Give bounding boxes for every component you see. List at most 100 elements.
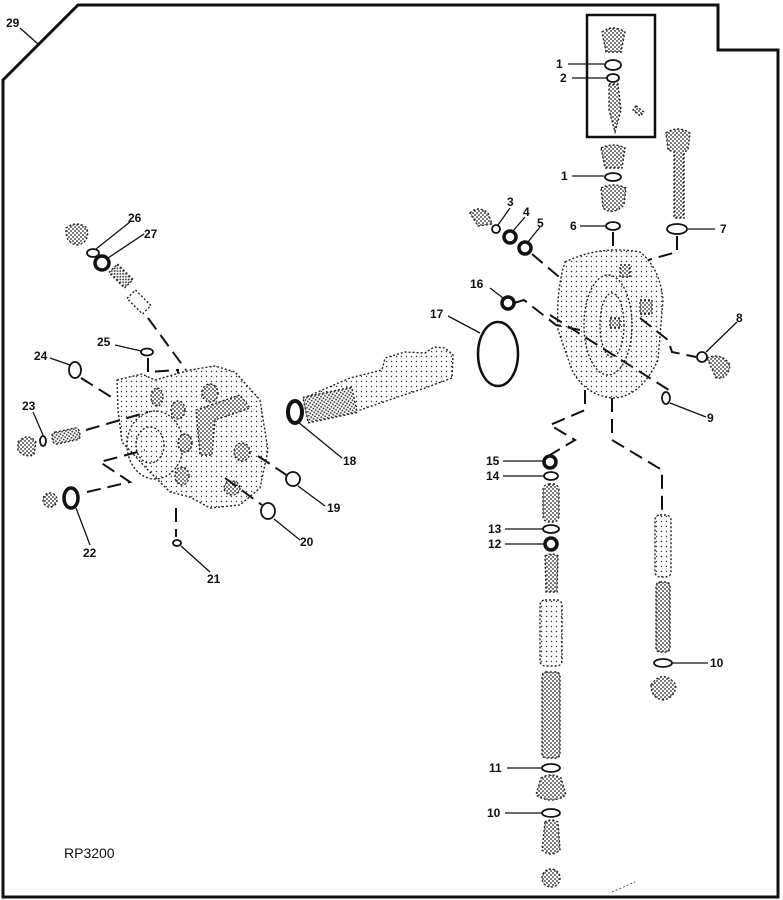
inset-spool [608, 83, 622, 135]
callout-19: 18 [343, 454, 357, 468]
inset-ring-2 [606, 73, 620, 83]
plug-7 [665, 128, 691, 219]
port-d [174, 466, 190, 486]
seal-19 [286, 399, 304, 425]
callout-26: 25 [97, 335, 111, 349]
plug-23 [42, 492, 58, 508]
leader-18 [447, 315, 481, 334]
plug-3 [469, 208, 493, 227]
seal-5 [517, 240, 533, 256]
port-c [177, 433, 193, 453]
callout-18: 17 [430, 307, 444, 321]
port-b [170, 400, 186, 420]
cap-lower [541, 819, 561, 855]
axis-28 [147, 317, 187, 371]
axis-stack [547, 390, 586, 456]
ring-6 [605, 221, 621, 231]
callout-2: 2 [560, 71, 567, 85]
channel [195, 394, 252, 456]
port-e [201, 383, 219, 403]
port-g [223, 480, 241, 496]
leader-22 [180, 545, 211, 573]
leader-23 [75, 507, 91, 546]
ring-22 [172, 539, 182, 547]
plug-24 [17, 436, 37, 457]
plug-8 [706, 355, 731, 379]
figure-reference: RP3200 [64, 845, 115, 861]
callout-11: 10 [487, 806, 501, 820]
leader-8 [705, 321, 738, 353]
leader-25 [49, 357, 71, 366]
stray-mark [611, 881, 636, 893]
seal-13 [543, 536, 559, 552]
ring-21 [260, 502, 276, 520]
ring-27 [86, 248, 100, 258]
ring-25 [68, 361, 82, 379]
right-housing-bore [583, 274, 633, 376]
spring-10 [655, 581, 671, 653]
callout-8: 8 [736, 311, 743, 325]
callout-4: 4 [523, 205, 530, 219]
ring-18 [476, 320, 520, 388]
ring-24 [39, 435, 47, 447]
inset-ring-1 [604, 59, 622, 71]
inset-box [585, 13, 657, 139]
plug-upper [600, 144, 626, 169]
plug-lower [535, 774, 567, 801]
callout-9: 9 [707, 411, 714, 425]
leader-29 [19, 27, 39, 45]
callout-10: 10 [710, 656, 724, 670]
leader-4 [512, 216, 526, 232]
axis-21 [224, 477, 263, 506]
stem [544, 553, 559, 593]
ring-8 [696, 351, 708, 363]
right-housing-bore-inner [599, 292, 625, 358]
callout-13: 12 [488, 537, 502, 551]
callout-1a: 1 [556, 57, 563, 71]
ring-10 [653, 658, 673, 668]
ring-15 [543, 471, 559, 481]
axis-23 [86, 449, 146, 493]
callout-25: 24 [34, 349, 48, 363]
leader-20 [297, 485, 326, 507]
leader-26 [114, 344, 142, 352]
callout-20: 19 [327, 501, 341, 515]
leader-27 [95, 221, 131, 250]
ring-1 [604, 172, 622, 182]
callout-16: 15 [486, 454, 500, 468]
spring-24 [51, 427, 81, 445]
callout-15: 14 [486, 469, 500, 483]
left-housing [116, 365, 269, 509]
callout-6: 6 [570, 219, 577, 233]
spool-10 [654, 514, 672, 578]
leader-21 [273, 518, 301, 541]
leader-24 [32, 411, 44, 436]
leader-19 [297, 421, 343, 459]
left-housing-boss-inner [135, 426, 165, 464]
axis-9 [549, 314, 673, 393]
seal-17 [500, 295, 516, 311]
spool [539, 599, 563, 667]
callout-23: 22 [83, 546, 97, 560]
leader-3 [497, 207, 511, 226]
ring-3 [491, 224, 501, 234]
seal-4 [502, 229, 518, 245]
ring-7 [666, 223, 688, 235]
ring-14 [542, 524, 560, 534]
seal-23 [62, 486, 80, 510]
callout-24: 23 [22, 399, 36, 413]
shaft-spline [302, 386, 358, 424]
kit-frame [1, 3, 780, 899]
axis-25 [80, 377, 117, 401]
axis-10 [611, 398, 663, 510]
callout-1b: 1 [561, 169, 568, 183]
inset-pin [632, 105, 646, 117]
ring-9 [661, 391, 671, 405]
ring-12 [541, 763, 561, 773]
nut-lower [541, 868, 561, 888]
callout-17: 16 [470, 277, 484, 291]
axis-24 [85, 411, 149, 431]
axis-5 [531, 253, 566, 283]
callout-21: 20 [300, 535, 314, 549]
